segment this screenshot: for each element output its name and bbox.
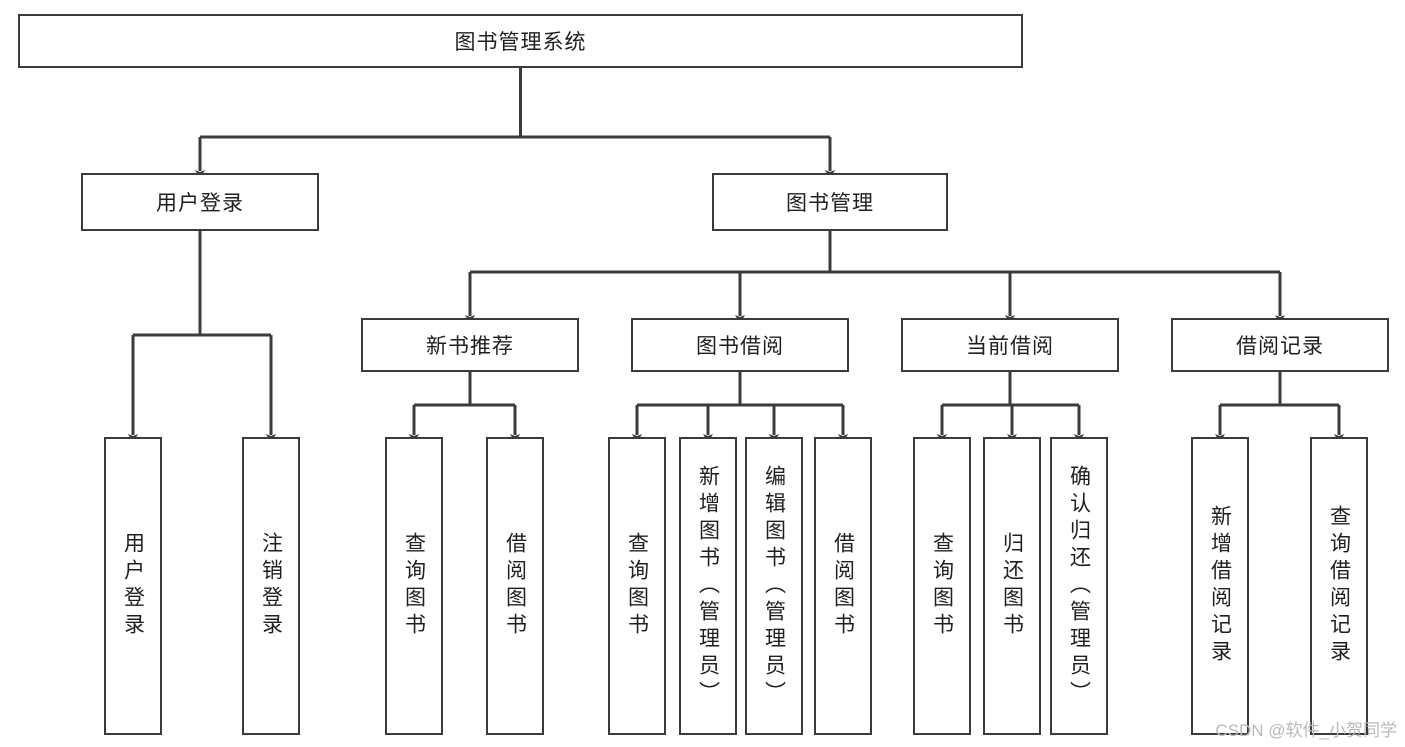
node-records-2[interactable]: 查询借阅记录 — [1310, 437, 1368, 735]
node-borrow-4[interactable]: 借阅图书 — [814, 437, 872, 735]
node-label: 新书推荐 — [426, 335, 514, 358]
node-borrow[interactable]: 图书借阅 — [631, 318, 849, 372]
node-login[interactable]: 用户登录 — [81, 173, 319, 231]
node-label: 当前借阅 — [966, 335, 1054, 358]
node-label: 新增图书（管理员） — [696, 464, 720, 708]
node-label: 编辑图书（管理员） — [762, 464, 786, 708]
node-label: 归还图书 — [1000, 532, 1024, 640]
node-label: 图书借阅 — [696, 335, 784, 358]
node-bookmgmt[interactable]: 图书管理 — [712, 173, 948, 231]
node-label: 图书管理系统 — [454, 31, 587, 54]
node-current-3[interactable]: 确认归还（管理员） — [1050, 437, 1108, 735]
node-newbook[interactable]: 新书推荐 — [361, 318, 579, 372]
node-current-1[interactable]: 查询图书 — [913, 437, 971, 735]
node-label: 用户登录 — [121, 532, 145, 640]
node-login-2[interactable]: 注销登录 — [242, 437, 300, 735]
node-borrow-2[interactable]: 新增图书（管理员） — [679, 437, 737, 735]
node-current[interactable]: 当前借阅 — [901, 318, 1119, 372]
node-newbook-1[interactable]: 查询图书 — [385, 437, 443, 735]
node-label: 用户登录 — [156, 192, 244, 215]
node-borrow-1[interactable]: 查询图书 — [608, 437, 666, 735]
node-newbook-2[interactable]: 借阅图书 — [486, 437, 544, 735]
node-login-1[interactable]: 用户登录 — [104, 437, 162, 735]
node-label: 借阅图书 — [831, 532, 855, 640]
watermark-text: CSDN @软件_小贺同学 — [1215, 721, 1397, 740]
node-label: 借阅图书 — [503, 532, 527, 640]
node-records[interactable]: 借阅记录 — [1171, 318, 1389, 372]
node-label: 注销登录 — [259, 532, 283, 640]
node-label: 借阅记录 — [1236, 335, 1324, 358]
node-label: 图书管理 — [786, 192, 874, 215]
node-label: 查询图书 — [930, 532, 954, 640]
node-current-2[interactable]: 归还图书 — [983, 437, 1041, 735]
node-label: 新增借阅记录 — [1208, 505, 1232, 667]
node-records-1[interactable]: 新增借阅记录 — [1191, 437, 1249, 735]
node-label: 查询借阅记录 — [1327, 505, 1351, 667]
node-label: 查询图书 — [402, 532, 426, 640]
node-borrow-3[interactable]: 编辑图书（管理员） — [745, 437, 803, 735]
node-label: 确认归还（管理员） — [1067, 464, 1091, 708]
node-label: 查询图书 — [625, 532, 649, 640]
node-root[interactable]: 图书管理系统 — [18, 14, 1023, 68]
